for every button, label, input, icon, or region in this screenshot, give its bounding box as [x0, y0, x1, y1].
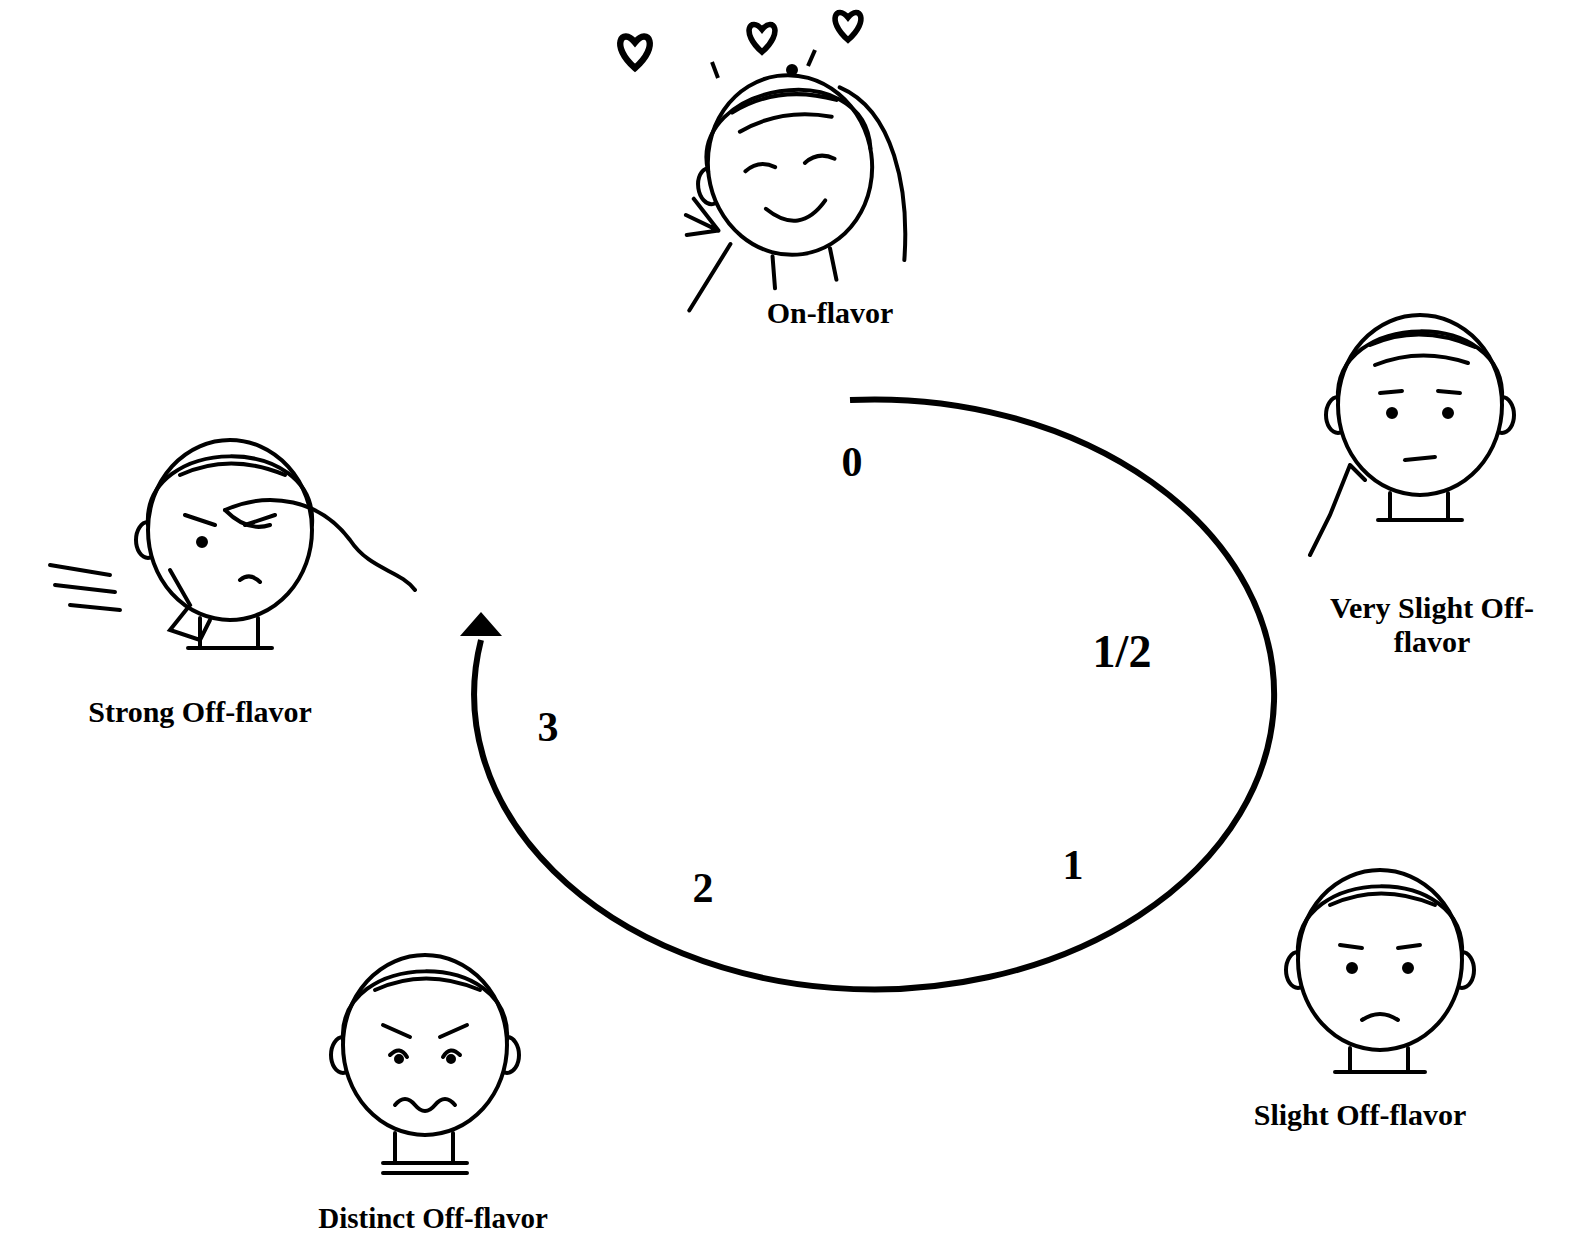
neutral-face — [1378, 493, 1462, 520]
grimacing-face — [395, 1099, 455, 1111]
neutral-face — [1405, 457, 1435, 460]
disgusted-face — [148, 440, 312, 620]
happy-face — [659, 61, 915, 311]
neutral-face — [1380, 391, 1460, 393]
neutral-face — [1310, 465, 1365, 555]
happy-face — [739, 109, 832, 131]
arrow-head — [460, 612, 502, 636]
sparkle-marks — [788, 66, 796, 74]
disgusted-face — [198, 538, 206, 546]
scale-arc — [474, 399, 1274, 989]
scale-number: 2 — [693, 864, 714, 912]
scale-number: 0 — [842, 438, 863, 486]
disgusted-face — [225, 500, 415, 590]
heart-symbol — [835, 12, 861, 40]
grimacing-face — [375, 979, 480, 991]
frowning-face — [1340, 945, 1420, 948]
happy-face — [840, 81, 912, 266]
disgusted-face — [50, 565, 120, 610]
happy-face — [804, 154, 834, 163]
grimacing-face — [383, 1025, 467, 1037]
happy-face — [698, 80, 871, 172]
grimacing-face — [383, 1133, 467, 1173]
scale-number: 3 — [538, 703, 559, 751]
neutral-face — [1338, 315, 1502, 495]
frowning-face — [1298, 870, 1462, 1050]
grimacing-face — [396, 1056, 402, 1062]
scale-arc — [474, 399, 1274, 989]
face-label: Strong Off-flavor — [88, 695, 312, 730]
face-label: Distinct Off-flavor — [318, 1202, 548, 1235]
frowning-face — [1298, 886, 1462, 955]
arrow-head — [460, 612, 502, 636]
frowning-face — [1335, 1048, 1425, 1072]
happy-face — [731, 88, 837, 115]
frowning-face — [1404, 964, 1412, 972]
neutral-face — [1370, 334, 1475, 347]
sparkle-marks — [712, 50, 815, 78]
happy-face — [745, 162, 775, 171]
neutral-face — [1388, 409, 1396, 417]
scale-number: 1 — [1063, 841, 1084, 889]
happy-face — [766, 200, 828, 224]
happy-face — [674, 195, 739, 311]
frowning-face — [1330, 894, 1435, 906]
happy-face — [771, 256, 777, 288]
disgusted-face — [170, 570, 210, 640]
neutral-face — [1375, 355, 1468, 365]
frowning-face — [1286, 870, 1474, 1072]
sparkle-marks — [808, 50, 815, 66]
disgusted-face — [188, 618, 272, 648]
neutral-face — [1338, 331, 1502, 400]
happy-face — [830, 248, 836, 280]
disgusted-face — [180, 464, 285, 476]
grimacing-face — [343, 955, 507, 1135]
scale-number: 1/2 — [1093, 626, 1152, 679]
disgusted-face — [50, 440, 415, 648]
grimacing-face — [343, 971, 507, 1040]
face-label: Slight Off-flavor — [1254, 1098, 1466, 1133]
neutral-face — [1444, 409, 1452, 417]
disgusted-face — [240, 576, 260, 582]
face-label: Very Slight Off-flavor — [1307, 591, 1557, 660]
grimacing-face — [331, 955, 519, 1173]
sparkle-marks — [712, 62, 718, 78]
frowning-face — [1362, 1014, 1398, 1020]
heart-symbol — [620, 36, 650, 68]
face-label: On-flavor — [767, 296, 894, 331]
disgusted-face — [225, 510, 270, 527]
heart-symbol — [620, 12, 861, 68]
grimacing-face — [448, 1056, 454, 1062]
frowning-face — [1348, 964, 1356, 972]
heart-symbol — [749, 24, 775, 52]
neutral-face — [1310, 315, 1514, 555]
